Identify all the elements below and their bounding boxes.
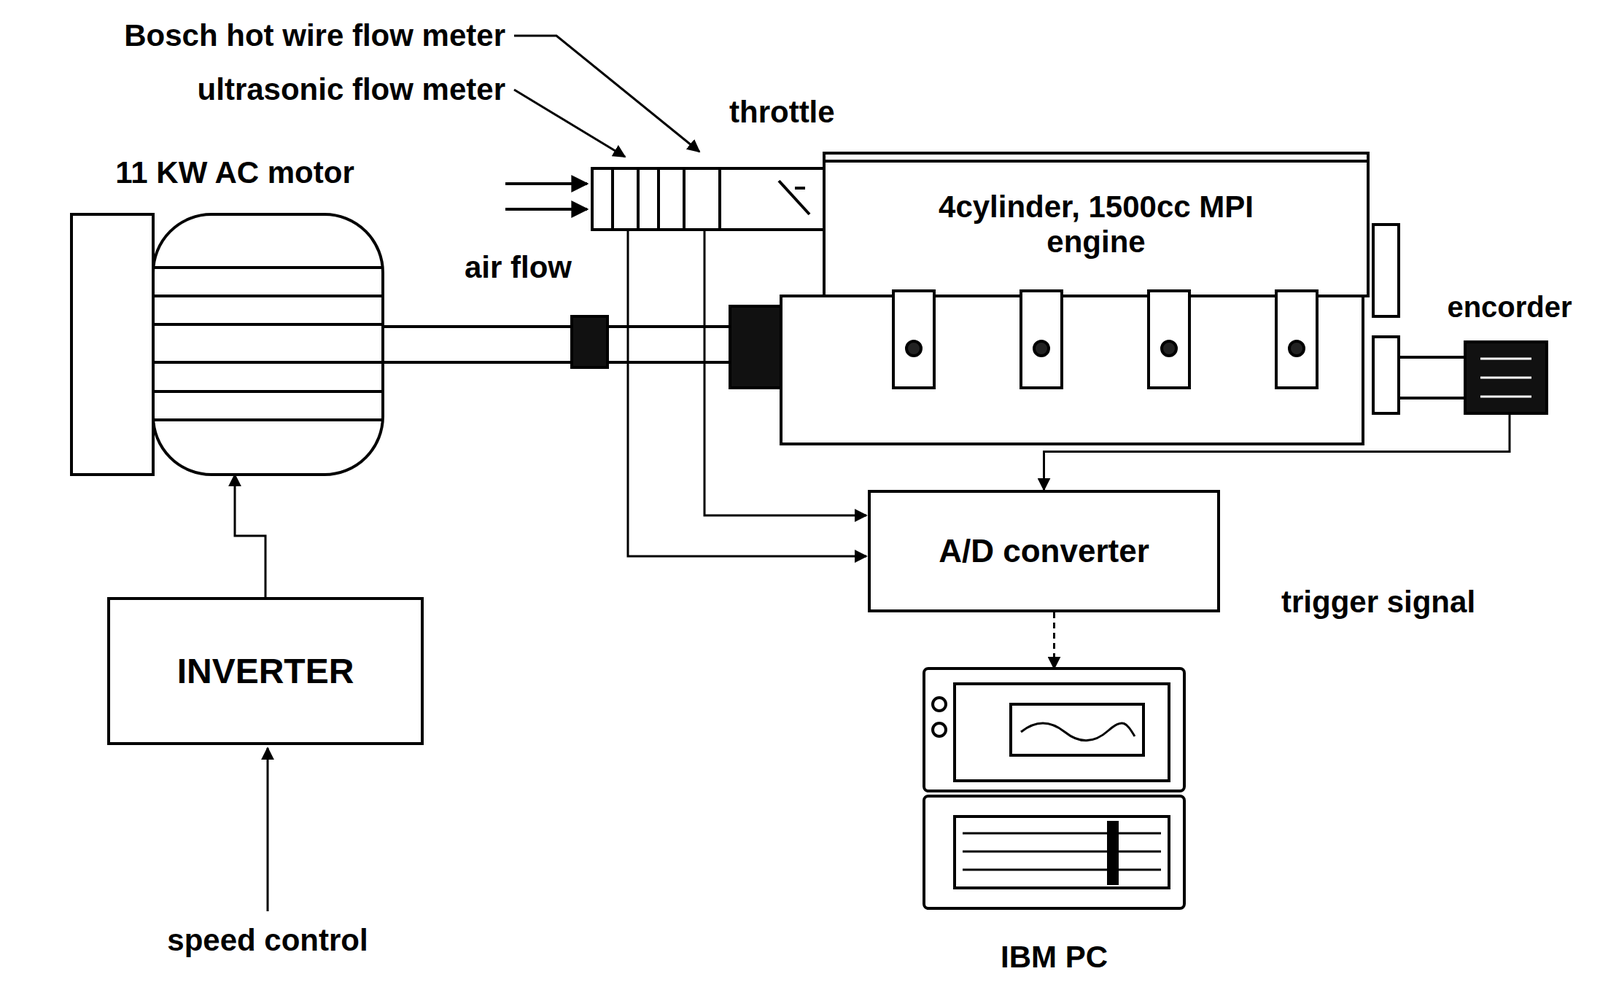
signal-wire xyxy=(627,229,867,557)
motor-end-plate xyxy=(71,214,154,475)
motor-fin xyxy=(153,390,383,394)
motor-fin xyxy=(153,418,383,422)
tube-segment xyxy=(682,168,686,230)
engine-head xyxy=(824,153,1369,297)
screen-wave xyxy=(1020,723,1135,741)
cylinder-tab xyxy=(1148,290,1190,388)
edge-label: trigger signal xyxy=(1281,584,1476,620)
cylinder-tab xyxy=(1276,290,1318,388)
motor-body xyxy=(153,214,383,475)
encoder-stripe xyxy=(1480,358,1532,361)
drive-shaft xyxy=(382,306,782,388)
encoder-shaft xyxy=(1398,396,1466,400)
flow-label: air flow xyxy=(464,250,572,286)
part-label: Bosch hot wire flow meter xyxy=(123,18,506,54)
signal-wire xyxy=(704,229,867,516)
cylinder-tab xyxy=(893,290,935,388)
key-row xyxy=(962,832,1161,836)
encoder-stripe xyxy=(1480,377,1532,380)
input-arrow xyxy=(266,748,270,912)
intake-pipe xyxy=(592,168,825,230)
leader-lines xyxy=(514,35,700,157)
throttle-valve xyxy=(778,180,810,215)
motor-fin xyxy=(153,294,383,298)
tube-segment xyxy=(611,168,615,230)
key-row xyxy=(962,851,1161,854)
signal-label: speed control xyxy=(167,923,368,959)
connector-arrow xyxy=(1044,413,1511,491)
encoder-figure xyxy=(1465,342,1547,414)
node-text: 4cylinder, 1500cc MPI engine xyxy=(928,189,1264,261)
connector-arrow xyxy=(234,474,266,598)
signal-wires xyxy=(267,229,867,912)
part-label: ultrasonic flow meter xyxy=(197,72,506,108)
air-flow-arrow xyxy=(505,182,588,186)
pc-screen xyxy=(1010,704,1144,756)
tube-segment xyxy=(657,168,660,230)
encoder-body xyxy=(1465,342,1547,414)
cylinder-bolt xyxy=(1161,341,1177,356)
motor-fin xyxy=(153,323,383,326)
ac-motor-figure xyxy=(71,214,383,475)
connector-arrow xyxy=(1053,612,1056,669)
cylinder-bolt xyxy=(1034,341,1049,356)
key-row xyxy=(962,869,1161,872)
pc-keyboard xyxy=(954,816,1170,889)
shaft-coupling xyxy=(729,306,782,388)
air-flow-arrows xyxy=(505,183,588,210)
node-text: IBM PC xyxy=(1000,940,1108,976)
engine-figure xyxy=(781,153,1466,445)
pc-knob xyxy=(932,723,946,737)
engine-head-line xyxy=(824,159,1369,163)
intake-tube xyxy=(592,168,825,230)
throttle-valve xyxy=(794,186,806,190)
pc-monitor xyxy=(923,668,1185,792)
pc-figure xyxy=(923,668,1185,909)
motor-fin xyxy=(153,266,383,270)
cylinder-bolt xyxy=(906,341,922,356)
air-flow-arrow xyxy=(505,207,588,211)
cylinder-tab xyxy=(1020,290,1062,388)
motor-fins xyxy=(153,267,383,421)
pc-base xyxy=(923,796,1185,909)
shaft-coupling xyxy=(571,316,608,368)
pc-node: IBM PC xyxy=(923,668,1185,981)
tube-segment xyxy=(718,168,722,230)
node-text: INVERTER xyxy=(177,651,355,692)
node-text: encorder xyxy=(1446,290,1572,324)
leader-line xyxy=(514,35,700,152)
tube-segment xyxy=(636,168,640,230)
cylinder-bolt xyxy=(1289,341,1304,356)
key-block xyxy=(1108,822,1118,884)
encoder-shaft xyxy=(1398,355,1466,359)
node-text: 11 KW AC motor xyxy=(115,155,354,191)
motor-fin xyxy=(153,360,383,364)
pulley xyxy=(1373,224,1399,317)
converter-box: A/D converter xyxy=(867,490,1221,613)
pc-knob xyxy=(932,697,946,712)
inverter-box: INVERTER xyxy=(107,597,424,746)
engine-node: 4cylinder, 1500cc MPI engine xyxy=(824,153,1369,297)
part-label: throttle xyxy=(729,94,836,130)
pulley xyxy=(1373,336,1399,414)
leader-line xyxy=(514,89,625,157)
encoder-node: encorder xyxy=(1425,284,1594,414)
node-text: A/D converter xyxy=(938,533,1150,571)
encoder-stripe xyxy=(1480,395,1532,399)
motor-node: 11 KW AC motor xyxy=(71,149,399,475)
pc-monitor-inner xyxy=(954,684,1170,782)
